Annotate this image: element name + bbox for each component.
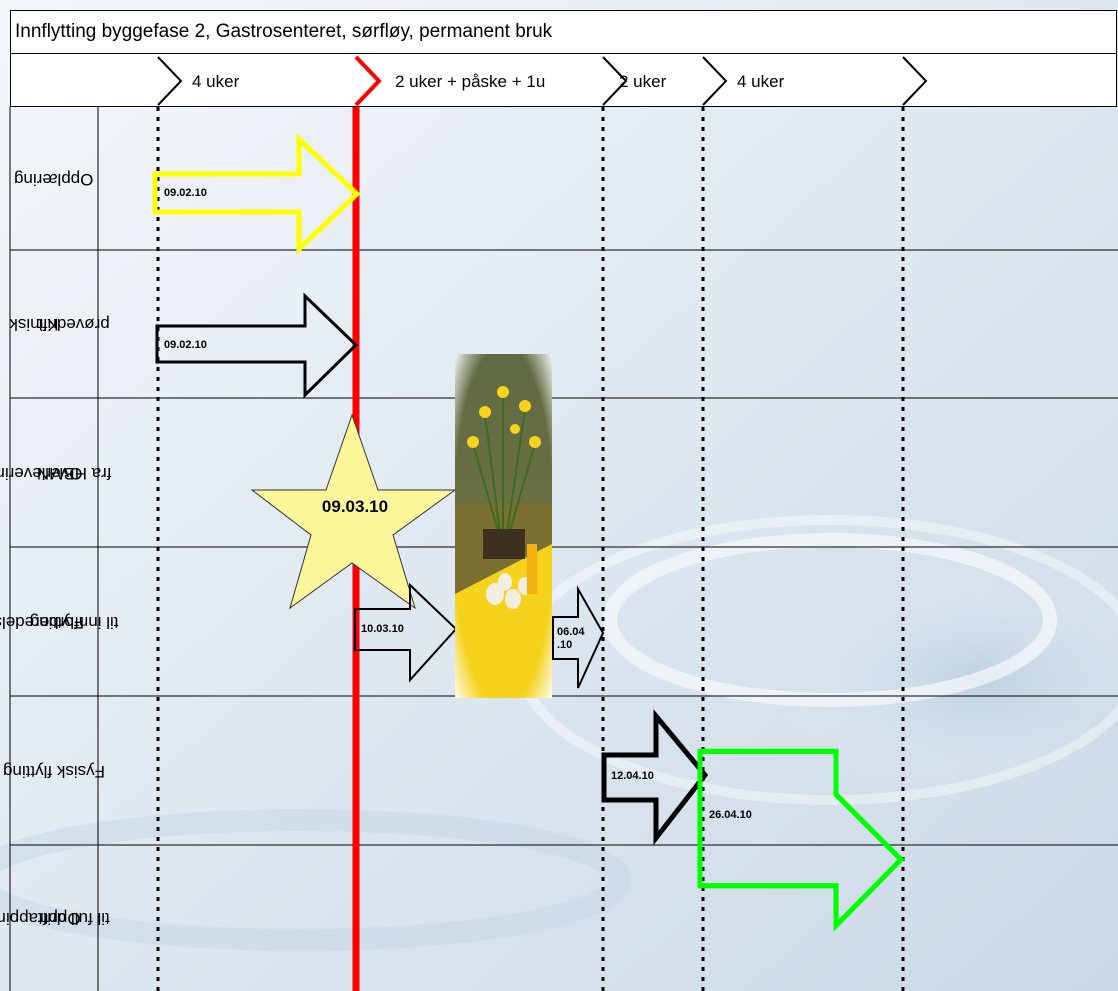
phase-label: 2 uker xyxy=(619,72,667,91)
phase-chevron xyxy=(157,56,183,106)
arrow-klinisk-provedrift xyxy=(155,292,359,399)
arrow-forberedelse-2 xyxy=(552,585,605,689)
phase-chevron xyxy=(602,56,628,106)
milestone-chevron xyxy=(354,55,382,107)
arrow-forberedelse-1 xyxy=(354,582,458,683)
phase-label: 4 uker xyxy=(192,72,240,91)
date-label-opplaering: 09.02.10 xyxy=(164,187,207,199)
date-label-opptrapping: 26.04.10 xyxy=(709,809,752,821)
phase-chevron xyxy=(902,56,928,106)
row-label-forberedelse: Forberedelsetil innflytting xyxy=(0,612,119,632)
diagram-title: Innflytting byggefase 2, Gastrosenteret,… xyxy=(10,10,1117,54)
row-label-opplaering: Opplæring xyxy=(14,169,94,189)
row-label-fysisk-flytting: Fysisk flytting xyxy=(2,761,106,781)
phase-header-row xyxy=(10,54,1117,107)
arrow-opptrapping xyxy=(697,748,905,932)
phase-chevron xyxy=(702,56,728,106)
star-shape xyxy=(250,413,457,610)
arrow-opplaering xyxy=(152,133,361,255)
date-label-fysisk-flytting: 12.04.10 xyxy=(611,770,654,782)
date-label-forberedelse-2: 06.04 .10 xyxy=(557,626,585,651)
phase-label: 2 uker + påske + 1u xyxy=(395,72,546,91)
row-label-opptrapping: Opptrappingtil full drift xyxy=(0,909,110,928)
row-label-overlevering: Overleveringfra HBMN xyxy=(0,463,112,483)
date-label-forberedelse-1: 10.03.10 xyxy=(361,623,404,635)
date-label-overlevering: 09.03.10 xyxy=(321,497,389,516)
easter-photo xyxy=(455,354,552,698)
phase-label: 4 uker xyxy=(737,72,785,91)
arrow-fysisk-flytting xyxy=(601,709,709,846)
date-label-klinisk: 09.02.10 xyxy=(164,339,207,351)
